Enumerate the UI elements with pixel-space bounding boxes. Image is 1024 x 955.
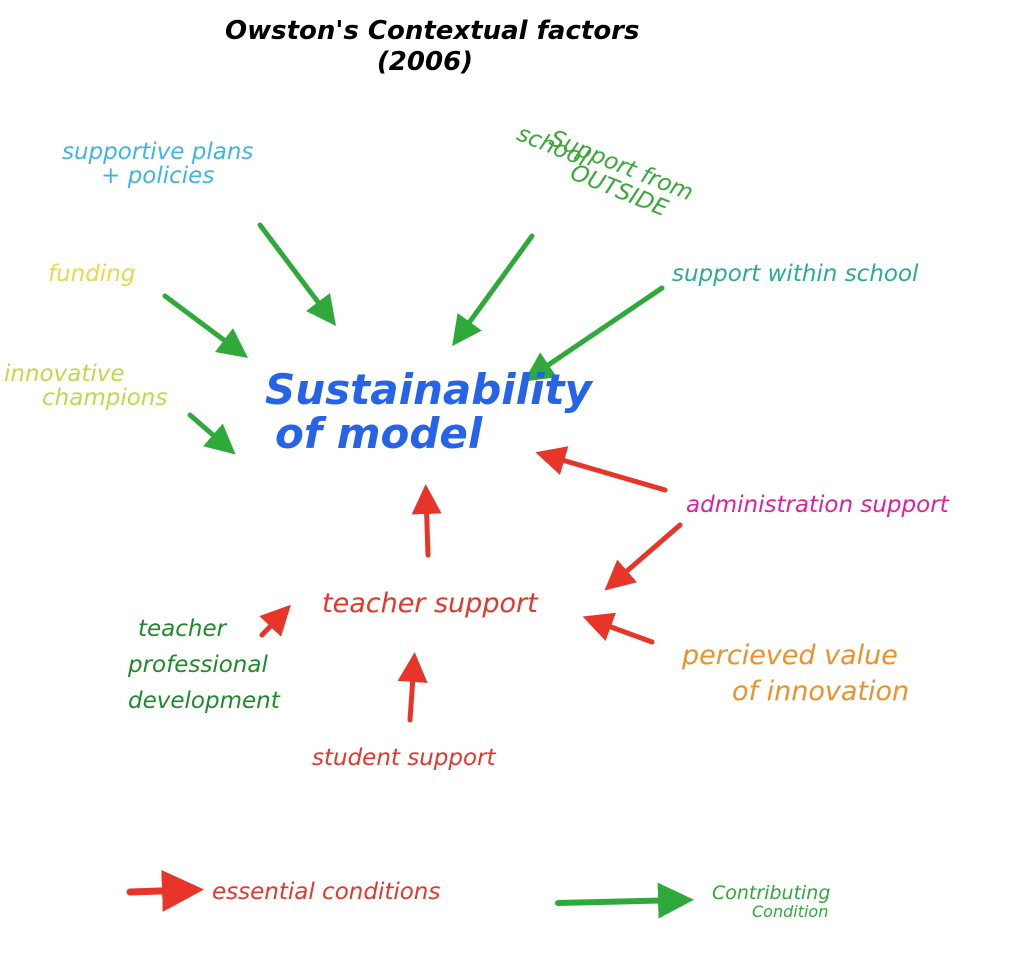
node-teacher-line1: teacher support: [322, 588, 538, 619]
node-pd-line2: professional: [128, 652, 268, 679]
legend-contributing-arrow: [555, 882, 694, 919]
node-policies-line1: supportive plans: [62, 139, 254, 165]
node-funding-line1: funding: [48, 261, 136, 287]
node-funding: funding: [48, 262, 135, 286]
center-node: Sustainability of model: [265, 365, 592, 459]
center-node-line2: of model: [275, 409, 483, 459]
center-node-line1: Sustainability: [265, 365, 592, 414]
node-value-line2: of innovation: [732, 676, 910, 708]
arrow-policies-to-center: [257, 222, 337, 326]
node-policies-line2: + policies: [101, 163, 215, 190]
node-pd-line3: development: [128, 688, 280, 715]
arrow-outside-to-center: [452, 233, 535, 347]
legend-essential-arrow: [126, 869, 204, 912]
node-within: support within school: [672, 262, 918, 286]
arrow-admin-to-teacher: [604, 522, 683, 591]
diagram-title-line2: (2006): [376, 47, 474, 78]
node-policies: supportive plans + policies: [62, 140, 253, 188]
legend-essential-text: essential conditions: [212, 879, 441, 905]
arrow-admin-to-center: [535, 446, 668, 493]
node-champions-line1: innovative: [4, 361, 125, 387]
arrow-pd-to-teacher: [259, 604, 291, 638]
arrow-funding-to-center: [162, 293, 249, 358]
arrow-student-to-teacher: [397, 652, 428, 723]
node-pd: teacher professional development: [128, 616, 280, 715]
node-admin: administration support: [686, 493, 949, 517]
arrow-teacher-to-center: [411, 484, 442, 558]
node-champions-line2: champions: [42, 385, 168, 412]
node-within-line1: support within school: [672, 261, 919, 287]
legend-contributing-line1: Contributing: [712, 882, 831, 904]
node-pd-line1: teacher: [138, 616, 227, 642]
node-teacher: teacher support: [322, 588, 538, 619]
legend-contributing-line2: Condition: [752, 901, 829, 921]
node-student: student support: [312, 746, 496, 770]
legend-contributing-label: Contributing Condition: [712, 882, 831, 921]
node-value-line1: percieved value: [682, 640, 898, 671]
arrow-within-to-center: [523, 285, 665, 382]
arrow-value-to-teacher: [582, 612, 655, 645]
diagram-title: Owston's Contextual factors (2006): [225, 16, 640, 78]
node-value: percieved value of innovation: [682, 640, 910, 708]
diagram-title-line1: Owston's Contextual factors: [225, 16, 640, 46]
node-student-line1: student support: [312, 745, 496, 771]
node-admin-line1: administration support: [686, 492, 949, 518]
node-champions: innovative champions: [4, 362, 167, 410]
arrow-champions-to-center: [187, 412, 236, 455]
legend-essential-label: essential conditions: [212, 880, 440, 904]
